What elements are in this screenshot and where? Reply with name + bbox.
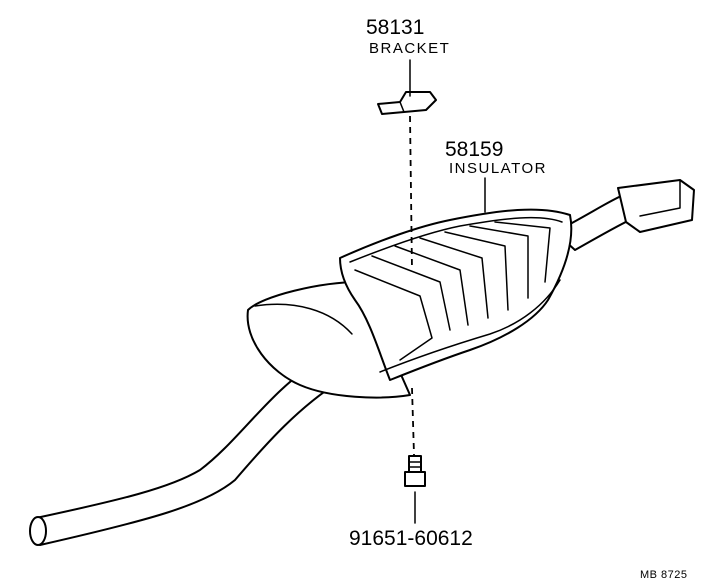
assembly-line-bracket <box>409 115 413 271</box>
inlet-pipe <box>29 359 346 546</box>
drawing-reference: MB 8725 <box>640 569 688 581</box>
part-number-insulator: 58159 <box>445 138 503 161</box>
insulator <box>339 208 573 381</box>
part-number-bracket: 58131 <box>366 16 424 39</box>
part-name-bracket: BRACKET <box>369 40 450 57</box>
part-name-insulator: INSULATOR <box>449 160 547 177</box>
bolt <box>404 455 426 487</box>
assembly-line-bolt <box>411 387 415 456</box>
tail-pipe <box>554 179 695 251</box>
part-number-bolt: 91651-60612 <box>349 527 473 550</box>
bracket <box>377 91 437 115</box>
